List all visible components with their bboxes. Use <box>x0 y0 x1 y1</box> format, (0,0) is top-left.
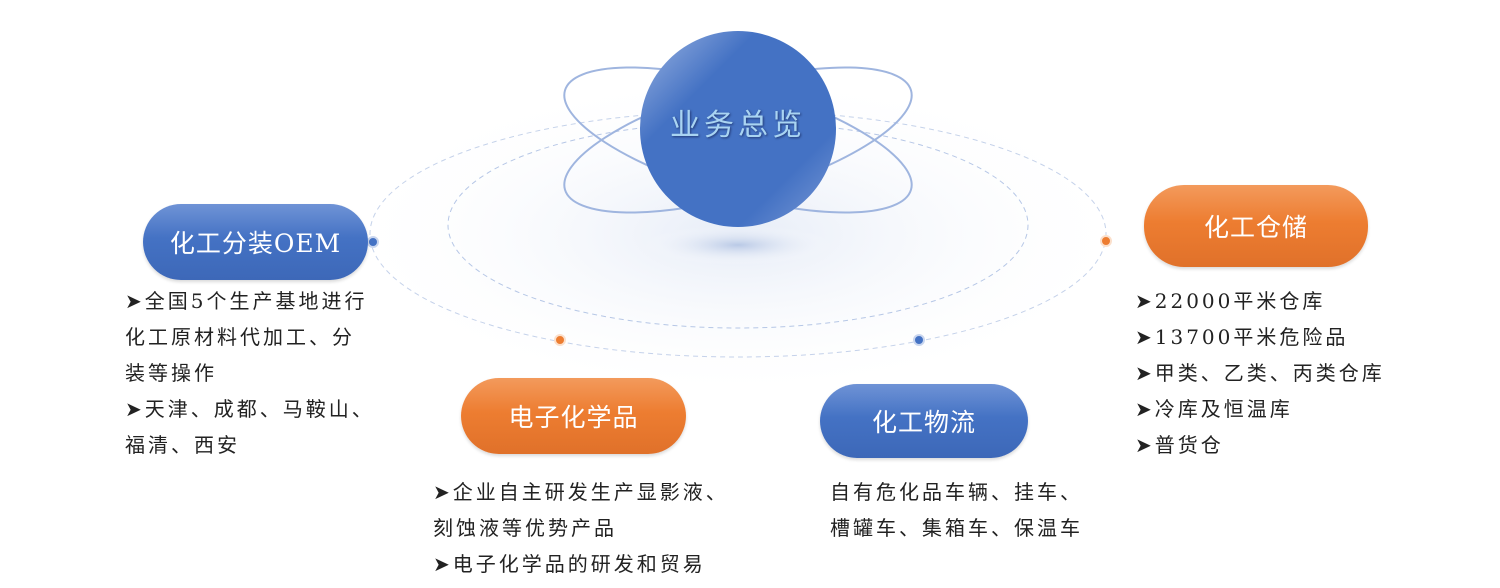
detail-line: ➤13700平米危险品 <box>1135 325 1349 349</box>
detail-line: 福清、西安 <box>125 433 240 457</box>
detail-line: ➤企业自主研发生产显影液、 <box>433 480 729 504</box>
detail-line: 装等操作 <box>125 361 217 385</box>
node-logistics: 化工物流 <box>820 384 1028 458</box>
node-warehousing-details: ➤22000平米仓库 ➤13700平米危险品 ➤甲类、乙类、丙类仓库 ➤冷库及恒… <box>1135 283 1385 463</box>
dot-orange <box>1100 235 1112 247</box>
detail-line: ➤全国5个生产基地进行 <box>125 289 368 313</box>
center-sphere <box>640 31 836 227</box>
center-title: 业务总览 <box>670 108 806 143</box>
node-electronic-chemicals: 电子化学品 <box>461 378 686 454</box>
detail-line: 槽罐车、集箱车、保温车 <box>830 516 1083 540</box>
node-logistics-details: 自有危化品车辆、挂车、 槽罐车、集箱车、保温车 <box>830 474 1083 546</box>
detail-line: ➤普货仓 <box>1135 433 1224 457</box>
dot-orange <box>554 334 566 346</box>
detail-line: ➤电子化学品的研发和贸易 <box>433 552 706 576</box>
detail-line: 刻蚀液等优势产品 <box>433 516 617 540</box>
sphere-shadow <box>643 225 833 265</box>
node-oem: 化工分装OEM <box>143 204 368 280</box>
node-oem-details: ➤全国5个生产基地进行 化工原材料代加工、分 装等操作 ➤天津、成都、马鞍山、 … <box>125 283 375 463</box>
inner-ring <box>447 121 1029 329</box>
detail-line: 自有危化品车辆、挂车、 <box>830 480 1083 504</box>
detail-line: ➤冷库及恒温库 <box>1135 397 1293 421</box>
detail-line: ➤22000平米仓库 <box>1135 289 1326 313</box>
dot-blue <box>913 334 925 346</box>
detail-line: ➤天津、成都、马鞍山、 <box>125 397 375 421</box>
detail-line: 化工原材料代加工、分 <box>125 325 355 349</box>
detail-line: ➤甲类、乙类、丙类仓库 <box>1135 361 1385 385</box>
node-electronic-chemicals-details: ➤企业自主研发生产显影液、 刻蚀液等优势产品 ➤电子化学品的研发和贸易 <box>433 474 729 582</box>
outer-ring <box>369 110 1107 358</box>
dot-blue <box>367 236 379 248</box>
node-warehousing: 化工仓储 <box>1144 185 1368 267</box>
